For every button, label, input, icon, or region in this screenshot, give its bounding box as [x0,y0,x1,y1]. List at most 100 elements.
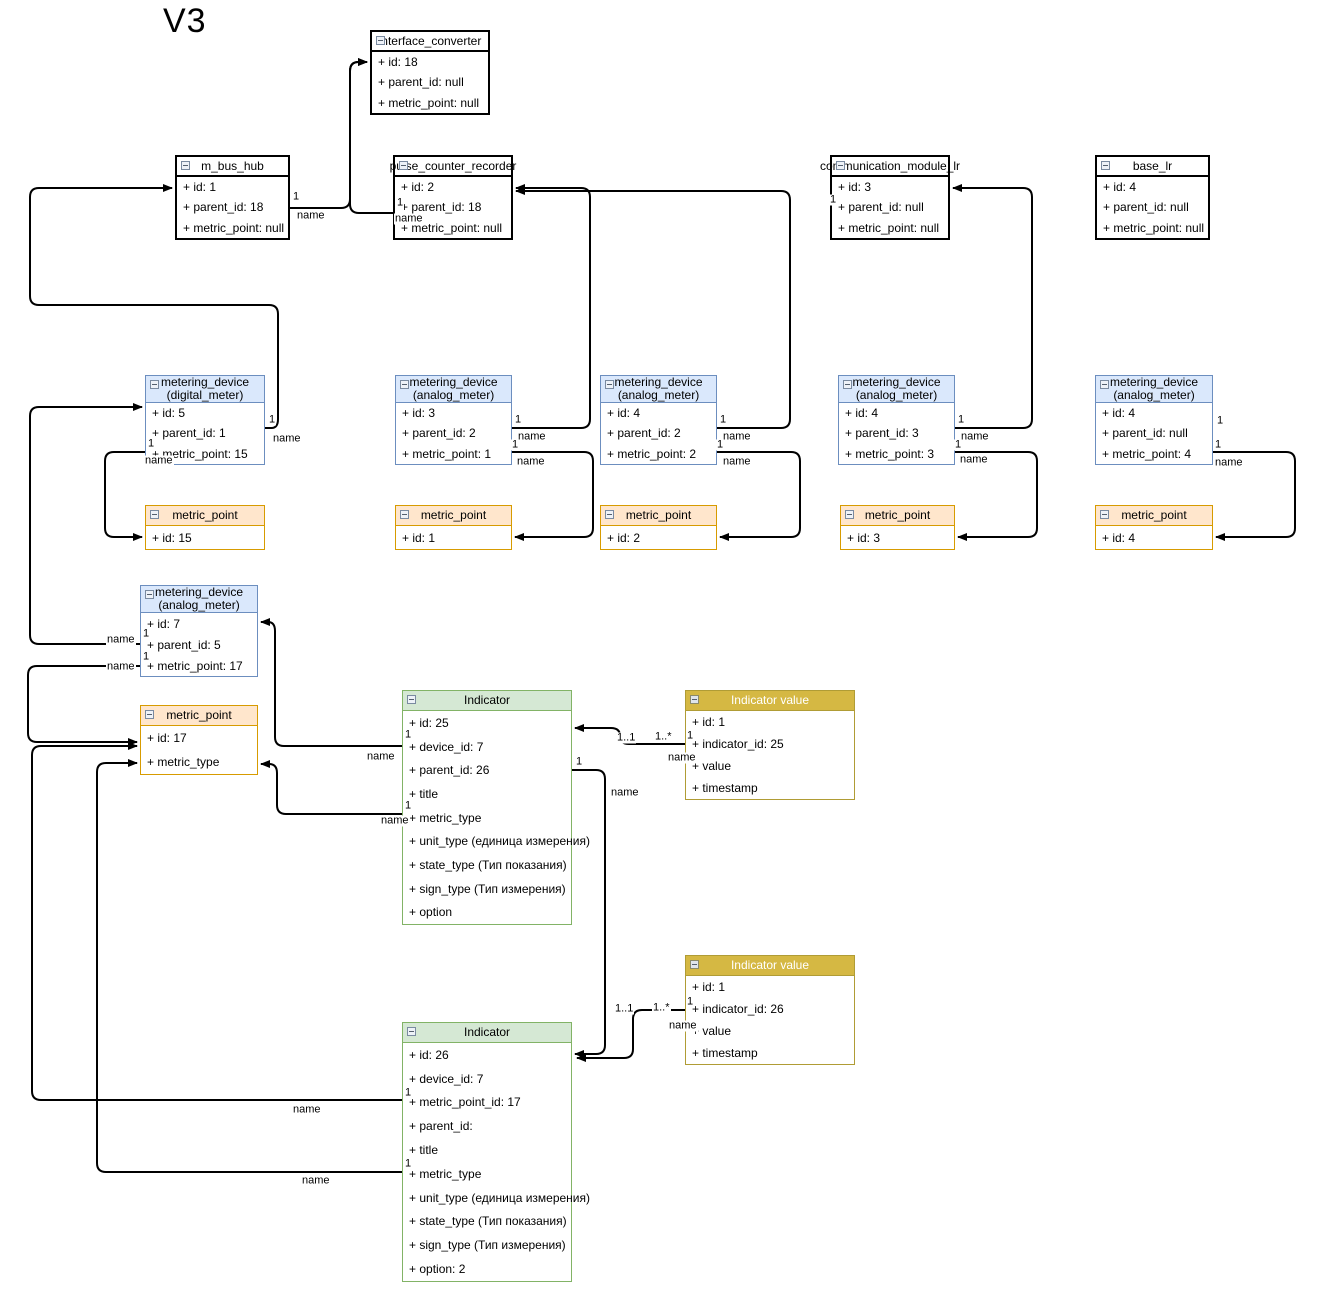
collapse-icon[interactable] [150,510,159,519]
entity-header: Indicator [403,1023,571,1043]
entity-base_lr[interactable]: base_lr+ id: 4+ parent_id: null+ metric_… [1095,155,1210,240]
entity-indicator_value_2[interactable]: Indicator value+ id: 1+ indicator_id: 26… [685,955,855,1065]
collapse-icon[interactable] [399,161,408,170]
connector-metering_analog_4-to-metric_point_4[interactable] [1213,451,1296,541]
connector-metering_analog_3-to-communication_module_lr[interactable] [952,184,1033,429]
connector-indicator_value_2-to-indicator_26[interactable] [576,1009,685,1062]
entity-metering_device_analog_2[interactable]: metering_device(analog_meter)+ id: 4+ pa… [600,375,717,465]
entity-body: + id: 4+ parent_id: null+ metric_point: … [1096,403,1212,464]
connector-indicator_25-to-metric_point_17[interactable] [260,760,402,815]
entity-indicator_26[interactable]: Indicator+ id: 26+ device_id: 7+ metric_… [402,1022,591,1282]
connector-metering_digital-to-m_bus_hub[interactable] [29,184,279,429]
edge-label: 1 [719,413,728,426]
entity-title: Indicator value [730,693,810,707]
entity-field: + parent_id: 3 [845,426,919,441]
entity-pulse_counter_recorder[interactable]: pulse_counter_recorder+ id: 2+ parent_id… [390,155,516,240]
entity-metering_device_analog_3[interactable]: metering_device(analog_meter)+ id: 4+ pa… [838,375,955,465]
entity-field: + metric_type [409,1166,482,1181]
entity-metric_point_15[interactable]: metric_point+ id: 15 [145,505,265,550]
connector-indicator_25-to-metering_analog_7[interactable] [260,618,402,747]
collapse-icon[interactable] [836,161,845,170]
entity-body: + id: 1+ indicator_id: 25+ value+ timest… [686,711,854,799]
edge-label: name [106,633,136,646]
entity-title: base_lr [1132,158,1173,173]
entity-interface_converter[interactable]: interface_converter + id: 18 + parent_id: … [370,30,490,115]
collapse-icon[interactable] [400,380,409,389]
entity-title: Indicator value [730,958,810,972]
collapse-icon[interactable] [690,695,699,704]
connector-pulse_counter_recorder-to-interface_converter[interactable] [349,58,393,214]
collapse-icon[interactable] [1101,161,1110,170]
entity-field: + id: 4 [845,406,879,421]
entity-field: + parent_id: null [378,75,464,90]
edge-label: 1 [511,438,520,451]
edge-label: 1 [404,1086,413,1099]
entity-metric_point_4[interactable]: metric_point+ id: 4 [1095,505,1213,550]
collapse-icon[interactable] [145,710,154,719]
collapse-icon[interactable] [1100,380,1109,389]
entity-metric_point_2[interactable]: metric_point+ id: 2 [600,505,717,550]
entity-title: metering_device [852,375,941,389]
connector-metering_analog_1-to-metric_point_1[interactable] [512,451,594,541]
connector-metering_analog_7-to-metering_digital[interactable] [29,403,143,645]
collapse-icon[interactable] [407,1027,416,1036]
connector-indicator_26-to-metric_point_17-type[interactable] [96,759,402,1173]
edge-label: 1..* [652,1001,671,1014]
entity-metric_point_17[interactable]: metric_point+ id: 17+ metric_type [140,705,258,775]
entity-field: + state_type (Тип показания) [409,1214,567,1229]
connector-metering_analog_2-to-pulse_counter_recorder[interactable] [515,187,791,429]
entity-field: + id: 1 [183,180,217,195]
entity-field: + parent_id: null [1103,200,1189,215]
entity-indicator_25[interactable]: Indicator+ id: 25+ device_id: 7+ parent_… [402,690,590,925]
entity-metering_device_analog_7[interactable]: metering_device(analog_meter)+ id: 7+ pa… [140,585,258,677]
collapse-icon[interactable] [605,510,614,519]
connector-indicator_26-to-metric_point_17-id[interactable] [31,742,402,1101]
collapse-icon[interactable] [1100,510,1109,519]
entity-metering_device_analog_1[interactable]: metering_device(analog_meter)+ id: 3+ pa… [395,375,512,465]
collapse-icon[interactable] [605,380,614,389]
entity-field: + id: 1 [692,715,726,729]
entity-indicator_value_1[interactable]: Indicator value + id: 1+ indicator_id: 25… [685,690,855,800]
entity-header: interface_converter [372,32,488,52]
connector-m_bus_hub-to-interface_converter[interactable] [290,58,368,209]
entity-body: + id: 18+ parent_id: null+ metric_point:… [372,52,488,113]
entity-body: + id: 3+ parent_id: 2+ metric_point: 1 [396,403,511,464]
collapse-icon[interactable] [400,510,409,519]
entity-body: + id: 1 [396,526,511,549]
entity-metering_device_digital[interactable]: metering_device(digital_meter)+ id: 5+ p… [145,375,265,465]
entity-field: + title [409,1143,439,1158]
entity-body: + id: 4 [1096,526,1212,549]
entity-field: + option [409,905,453,920]
entity-title: metering_device [614,375,703,389]
collapse-icon[interactable] [845,510,854,519]
connector-metering_analog_1-to-pulse_counter_recorder[interactable] [512,184,591,429]
entity-metric_point_3[interactable]: metric_point+ id: 3 [840,505,955,550]
entity-m_bus_hub[interactable]: m_bus_hub+ id: 1+ parent_id: 18+ metric_… [175,155,290,240]
entity-metering_device_analog_4[interactable]: metering_device(analog_meter)+ id: 4+ pa… [1095,375,1213,465]
collapse-icon[interactable] [181,161,190,170]
connector-indicator_25-to-indicator_26[interactable] [572,769,606,1058]
connector-metering_analog_3-to-metric_point_3[interactable] [955,451,1038,541]
entity-field: + id: 18 [378,55,418,70]
edge-label: 1 [1216,414,1225,427]
entity-body: + id: 3+ parent_id: null+ metric_point: … [832,177,948,238]
entity-field: + metric_point: 2 [607,446,697,461]
edge-label: 1 [686,729,695,742]
collapse-icon[interactable] [690,960,699,969]
collapse-icon[interactable] [376,36,385,45]
connector-metering_digital-to-metric_point_15[interactable] [104,451,145,541]
entity-body: + id: 2+ parent_id: 18+ metric_point: nu… [395,177,511,238]
collapse-icon[interactable] [150,380,159,389]
collapse-icon[interactable] [843,380,852,389]
edge-label: 1..* [654,730,673,743]
entity-field: + unit_type (единица измерения) [409,1190,591,1205]
connector-metering_analog_2-to-metric_point_2[interactable] [717,451,801,541]
entity-body: + id: 4+ parent_id: 2+ metric_point: 2 [601,403,716,464]
edge-label: 1 [147,437,156,450]
collapse-icon[interactable] [145,590,154,599]
entity-metric_point_1[interactable]: metric_point+ id: 1 [395,505,512,550]
entity-title: metering_device [409,375,498,389]
collapse-icon[interactable] [407,695,416,704]
connector-metering_analog_7-to-metric_point_17[interactable] [27,665,140,746]
